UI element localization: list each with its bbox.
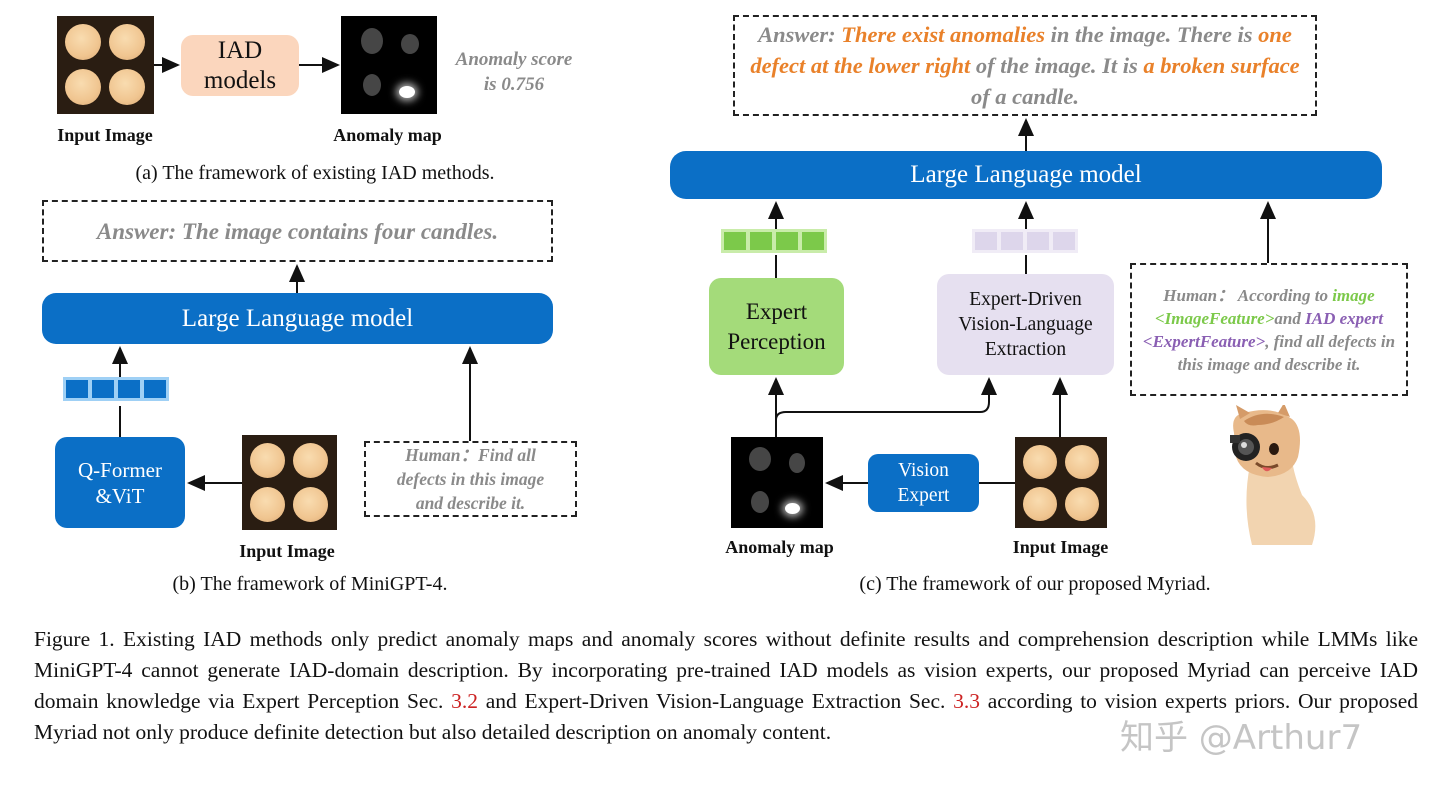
evle-box: Expert-Driven Vision-Language Extraction — [937, 274, 1114, 375]
token-row-purple — [972, 229, 1078, 253]
anomaly-map-a — [341, 16, 437, 114]
anomaly-map-label-c: Anomaly map — [725, 537, 834, 557]
human-box-c: Human： According to image <ImageFeature>… — [1130, 263, 1408, 396]
input-image-b — [242, 435, 337, 530]
token — [92, 380, 114, 398]
input-image-a — [57, 16, 154, 114]
llm-label-c: Large Language model — [910, 161, 1142, 188]
token — [144, 380, 166, 398]
human-text-b: Human：Find all defects in this image and… — [396, 445, 545, 513]
candle — [65, 69, 101, 105]
figure-caption: Figure 1. Existing IAD methods only pred… — [34, 627, 1419, 744]
llm-label-b: Large Language model — [181, 304, 414, 332]
answer-box-b: Answer: The image contains four candles. — [42, 200, 553, 262]
caption-a: (a) The framework of existing IAD method… — [135, 162, 495, 184]
human-box-b: Human：Find all defects in this image and… — [364, 441, 577, 517]
input-image-label-b: Input Image — [239, 541, 335, 561]
vision-expert-box: Vision Expert — [868, 454, 979, 512]
caption-c: (c) The framework of our proposed Myriad… — [859, 573, 1211, 595]
caption-b: (b) The framework of MiniGPT-4. — [172, 573, 448, 595]
token — [118, 380, 140, 398]
expert-perception-box: Expert Perception — [709, 278, 844, 375]
ref-link-3-2[interactable]: 3.2 — [451, 689, 478, 713]
vision-expert-label: Vision Expert — [897, 460, 950, 506]
input-image-label-c: Input Image — [1012, 537, 1109, 557]
iad-models-label: IAD models — [203, 36, 277, 94]
evle-label: Expert-Driven Vision-Language Extraction — [958, 289, 1093, 360]
iad-models-box: IAD models — [181, 35, 299, 96]
answer-box-c: Answer: There exist anomalies in the ima… — [733, 15, 1317, 116]
anomaly-map-c — [731, 437, 823, 528]
llm-box-b: Large Language model — [42, 293, 553, 344]
token-row-green — [721, 229, 827, 253]
candle — [109, 69, 145, 105]
input-image-label-a: Input Image — [57, 125, 153, 145]
ref-link-3-3[interactable]: 3.3 — [953, 689, 980, 713]
anomaly-score-text: Anomaly score is 0.756 — [455, 49, 573, 95]
input-image-c — [1015, 437, 1107, 528]
answer-text-b: Answer: The image contains four candles. — [96, 218, 499, 244]
watermark: 知乎 @Arthur7 — [1120, 718, 1363, 758]
anomaly-map-label-a: Anomaly map — [333, 125, 442, 145]
candle — [65, 24, 101, 60]
token — [66, 380, 88, 398]
answer-text-c: Answer: There exist anomalies in the ima… — [750, 22, 1300, 109]
expert-perception-label: Expert Perception — [727, 298, 826, 354]
llm-box-c: Large Language model — [670, 151, 1382, 199]
qformer-box: Q-Former &ViT — [55, 437, 185, 528]
token-row-b — [63, 377, 169, 401]
llama-mascot-icon — [1222, 403, 1332, 550]
candle — [109, 24, 145, 60]
human-text-c: Human： According to image <ImageFeature>… — [1142, 285, 1396, 374]
qformer-label: Q-Former &ViT — [78, 457, 162, 508]
